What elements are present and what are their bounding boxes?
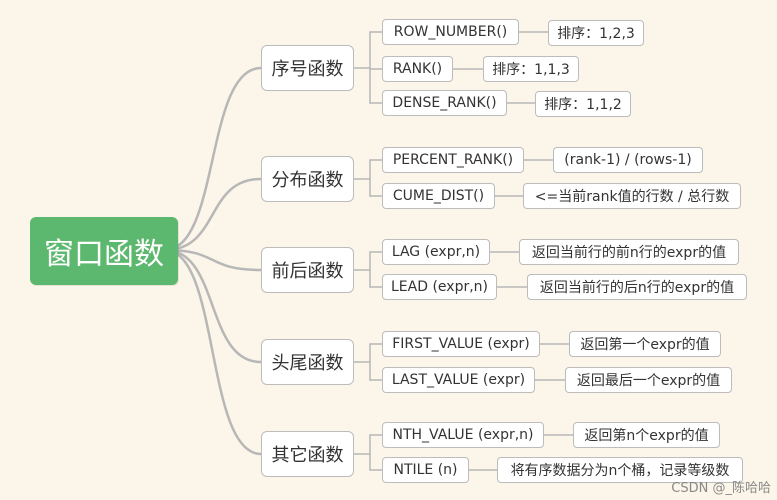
- connector-line: [163, 248, 263, 364]
- watermark: CSDN @_陈哈哈: [671, 481, 771, 496]
- function-node: ROW_NUMBER(): [382, 19, 519, 45]
- root-node: 窗口函数: [30, 217, 178, 285]
- function-node: CUME_DIST(): [382, 183, 495, 209]
- function-node: LAG (expr,n): [382, 239, 490, 265]
- function-node: PERCENT_RANK(): [382, 147, 524, 173]
- category-node-offset: 前后函数: [261, 247, 354, 293]
- description-node: <=当前rank值的行数 / 总行数: [523, 183, 741, 209]
- description-node: 返回当前行的后n行的expr的值: [527, 274, 747, 300]
- function-node: FIRST_VALUE (expr): [382, 331, 540, 357]
- description-node: 将有序数据分为n个桶，记录等级数: [497, 457, 743, 483]
- description-node: 返回当前行的前n行的expr的值: [519, 239, 739, 265]
- category-node-first-last: 头尾函数: [261, 339, 354, 385]
- description-node: 排序：1,2,3: [548, 20, 644, 46]
- connector-line: [163, 248, 263, 456]
- function-node: LAST_VALUE (expr): [382, 367, 535, 393]
- connector-line: [163, 248, 263, 272]
- function-node: LEAD (expr,n): [382, 274, 497, 300]
- category-node-distribution: 分布函数: [261, 156, 354, 202]
- connector-line: [163, 66, 263, 252]
- description-node: 排序：1,1,3: [483, 56, 579, 82]
- function-node: NTH_VALUE (expr,n): [382, 422, 544, 448]
- function-node: RANK(): [382, 56, 453, 82]
- description-node: 返回最后一个expr的值: [565, 367, 732, 393]
- function-node: DENSE_RANK(): [382, 90, 507, 116]
- description-node: 返回第一个expr的值: [569, 331, 721, 357]
- function-node: NTILE (n): [382, 457, 469, 483]
- description-node: 返回第n个expr的值: [573, 422, 720, 448]
- category-node-other: 其它函数: [261, 431, 354, 477]
- category-node-sequence: 序号函数: [261, 45, 354, 91]
- connector-line: [163, 177, 263, 252]
- description-node: 排序：1,1,2: [535, 91, 631, 117]
- description-node: (rank-1) / (rows-1): [553, 147, 703, 173]
